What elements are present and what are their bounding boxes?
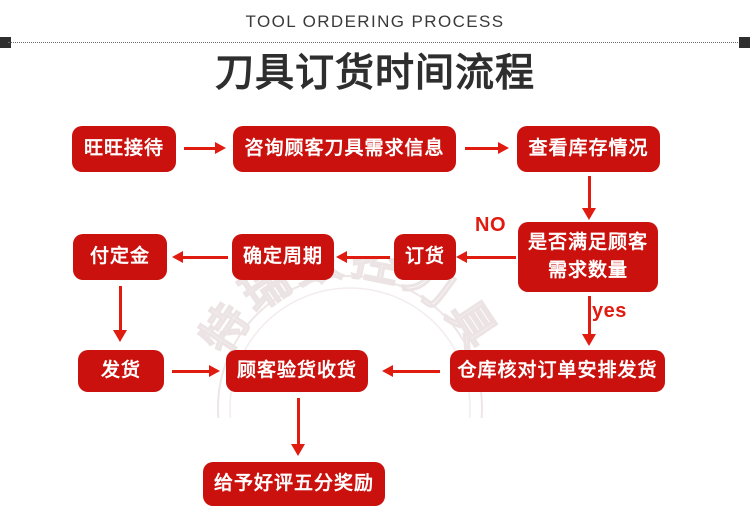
- arrow-n10-to-n9: [382, 364, 440, 378]
- arrow-n4-to-n10-yes: [582, 296, 596, 346]
- node-ship-goods[interactable]: 发货: [78, 350, 164, 392]
- header-divider: [0, 36, 750, 50]
- edge-label-no: NO: [475, 214, 506, 236]
- node-pay-deposit[interactable]: 付定金: [73, 234, 167, 280]
- node-ask-customer-tool-requirements[interactable]: 咨询顾客刀具需求信息: [233, 126, 456, 172]
- edge-label-yes: yes: [592, 300, 627, 322]
- divider-cap-right-icon: [739, 37, 750, 48]
- node-check-inventory[interactable]: 查看库存情况: [517, 126, 660, 172]
- node-confirm-cycle[interactable]: 确定周期: [232, 234, 334, 280]
- arrow-n1-to-n2: [184, 141, 226, 155]
- node-decision-meets-customer-quantity[interactable]: 是否满足顾客 需求数量: [518, 222, 658, 292]
- node-give-five-star-review-reward[interactable]: 给予好评五分奖励: [203, 462, 385, 506]
- node-place-order[interactable]: 订货: [394, 234, 456, 280]
- arrow-n4-to-n5-no: [456, 250, 516, 264]
- arrow-n5-to-n6: [336, 250, 390, 264]
- arrow-n3-to-n4: [582, 176, 596, 220]
- header-eyebrow-text: TOOL ORDERING PROCESS: [245, 12, 505, 31]
- divider-dotted-line: [8, 42, 742, 43]
- arrow-n6-to-n7: [172, 250, 228, 264]
- brand-watermark: 特瑞数控刀具: [190, 258, 504, 418]
- node-warehouse-verify-arrange-shipment[interactable]: 仓库核对订单安排发货: [450, 350, 665, 392]
- node-customer-inspect-receive[interactable]: 顾客验货收货: [226, 350, 368, 392]
- arrow-n2-to-n3: [465, 141, 509, 155]
- arrow-n9-to-n11: [291, 398, 305, 456]
- page-title: 刀具订货时间流程: [214, 52, 535, 95]
- arrow-n8-to-n9: [172, 364, 220, 378]
- divider-cap-left-icon: [0, 37, 11, 48]
- node-wangwang-reception[interactable]: 旺旺接待: [72, 126, 176, 172]
- arrow-n7-to-n8: [113, 286, 127, 342]
